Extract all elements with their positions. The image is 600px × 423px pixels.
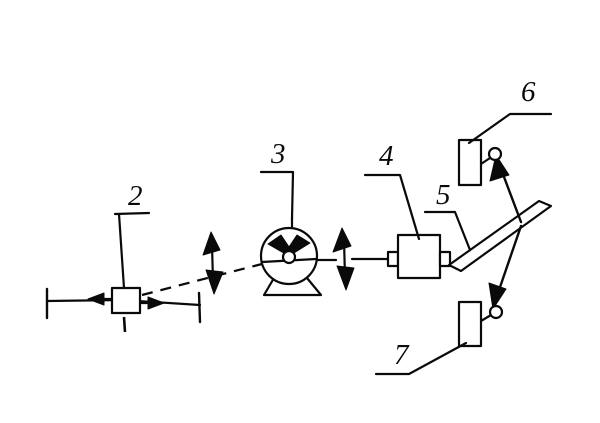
shaft-double-arrow-icon <box>332 227 355 291</box>
upper-sensor-link-arm <box>479 156 492 166</box>
callout-labels: 2 3 4 5 6 7 <box>128 76 536 371</box>
part-gearbox-block <box>386 233 452 280</box>
slider-block <box>110 286 142 315</box>
part-slider-block-on-track <box>45 286 202 333</box>
callout-2-leader <box>113 211 151 290</box>
track-left-arrow-head <box>87 292 105 306</box>
callout-6-leader <box>467 112 553 145</box>
callout-5-leader <box>423 210 472 252</box>
gearbox-shaft-stub-left <box>386 250 400 268</box>
shaft-double-arrow-head-up <box>332 227 352 253</box>
track-right-arrow-icon <box>138 296 165 310</box>
beam-to-lower-arrow-icon <box>488 224 523 310</box>
beam-to-upper-arrow-head <box>489 154 510 182</box>
beam-to-lower-arrow-head <box>488 282 507 310</box>
part-motor-fan-unit <box>259 216 323 297</box>
dashed-double-arrow-head-down <box>205 269 224 295</box>
track-end-stop-right <box>197 291 202 324</box>
callout-label-5: 5 <box>436 179 451 211</box>
lower-sensor-roller <box>488 304 504 320</box>
callout-label-2: 2 <box>128 180 143 212</box>
upper-sensor-roller <box>487 146 503 162</box>
dashed-transmission-line <box>141 262 263 297</box>
lower-sensor-link-arm <box>479 313 493 323</box>
track-left-arrow-icon <box>87 292 114 306</box>
part-inclined-beam <box>447 199 553 273</box>
beam-sensor-arrows <box>488 154 523 310</box>
dashed-transmission-link <box>141 231 263 297</box>
shaft-double-arrow-head-down <box>336 265 355 291</box>
dashed-line-double-arrow-icon <box>202 231 224 295</box>
callout-leaders <box>113 112 553 376</box>
callout-label-3: 3 <box>270 138 286 170</box>
track-right-arrow-head <box>147 296 165 310</box>
callout-label-7: 7 <box>394 339 410 371</box>
callout-4-leader <box>363 173 421 241</box>
inclined-beam-bar <box>447 199 553 273</box>
part-lower-sensor-assembly <box>457 300 504 348</box>
motor-hub <box>281 249 297 265</box>
beam-to-lower-arrow-shaft <box>496 224 523 295</box>
beam-to-upper-arrow-shaft <box>499 167 523 224</box>
callout-label-4: 4 <box>379 140 394 172</box>
callout-label-6: 6 <box>521 76 536 108</box>
beam-to-upper-arrow-icon <box>489 154 523 224</box>
dashed-double-arrow-head-up <box>202 231 221 256</box>
gearbox-shaft-stub-right <box>438 250 452 268</box>
callout-3-leader <box>259 170 295 221</box>
upper-sensor-body <box>457 138 483 187</box>
track-center-tick-icon <box>122 316 127 333</box>
lower-sensor-body <box>457 300 483 348</box>
callout-7-leader <box>374 341 468 376</box>
motor-to-gearbox-shaft <box>316 227 390 291</box>
gearbox-housing <box>396 233 442 280</box>
part-upper-sensor-assembly <box>457 138 503 187</box>
